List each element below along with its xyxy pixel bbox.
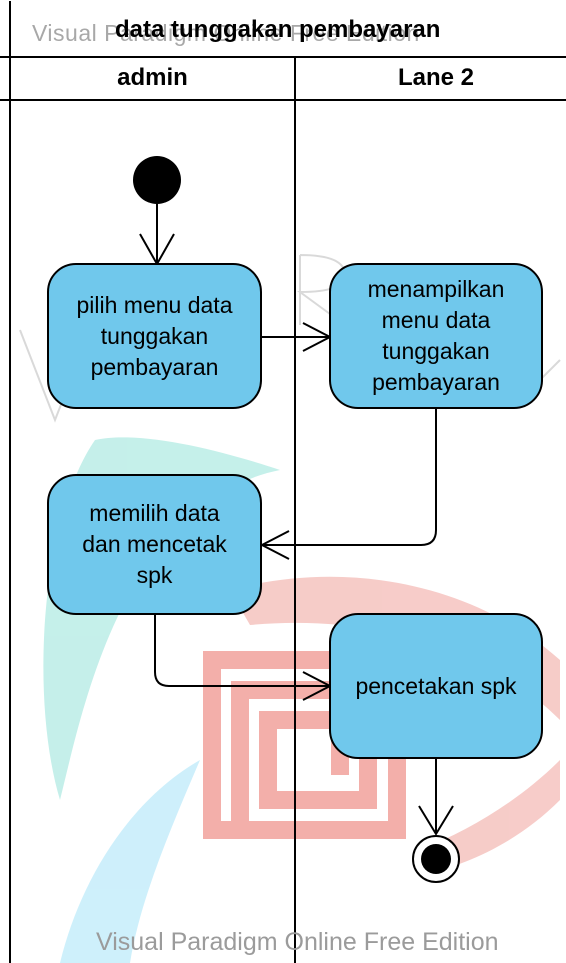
diagram-title: data tunggakan pembayaran [115,16,441,43]
final-node[interactable] [412,835,460,883]
flow-a2-to-a3[interactable] [259,408,437,560]
watermark-text-top: Visual Paradigm Online Free Edition [32,20,420,46]
lane-header-admin[interactable]: admin [117,64,188,91]
lane-header-lane-2[interactable]: Lane 2 [397,64,475,91]
action-node-pilih-menu[interactable] [47,263,262,409]
action-node-menampilkan[interactable] [329,263,543,409]
action-node-pencetakan-spk[interactable] [329,613,543,759]
initial-node[interactable] [133,156,181,204]
flow-initial-to-a1[interactable] [139,204,175,267]
action-node-memilih-data[interactable] [47,474,262,615]
watermark-text-bottom: Visual Paradigm Online Free Edition [96,928,499,956]
watermark-cyan-swoosh [60,760,200,963]
flow-a4-to-final[interactable] [418,758,454,836]
watermark-red-arc [230,576,560,720]
